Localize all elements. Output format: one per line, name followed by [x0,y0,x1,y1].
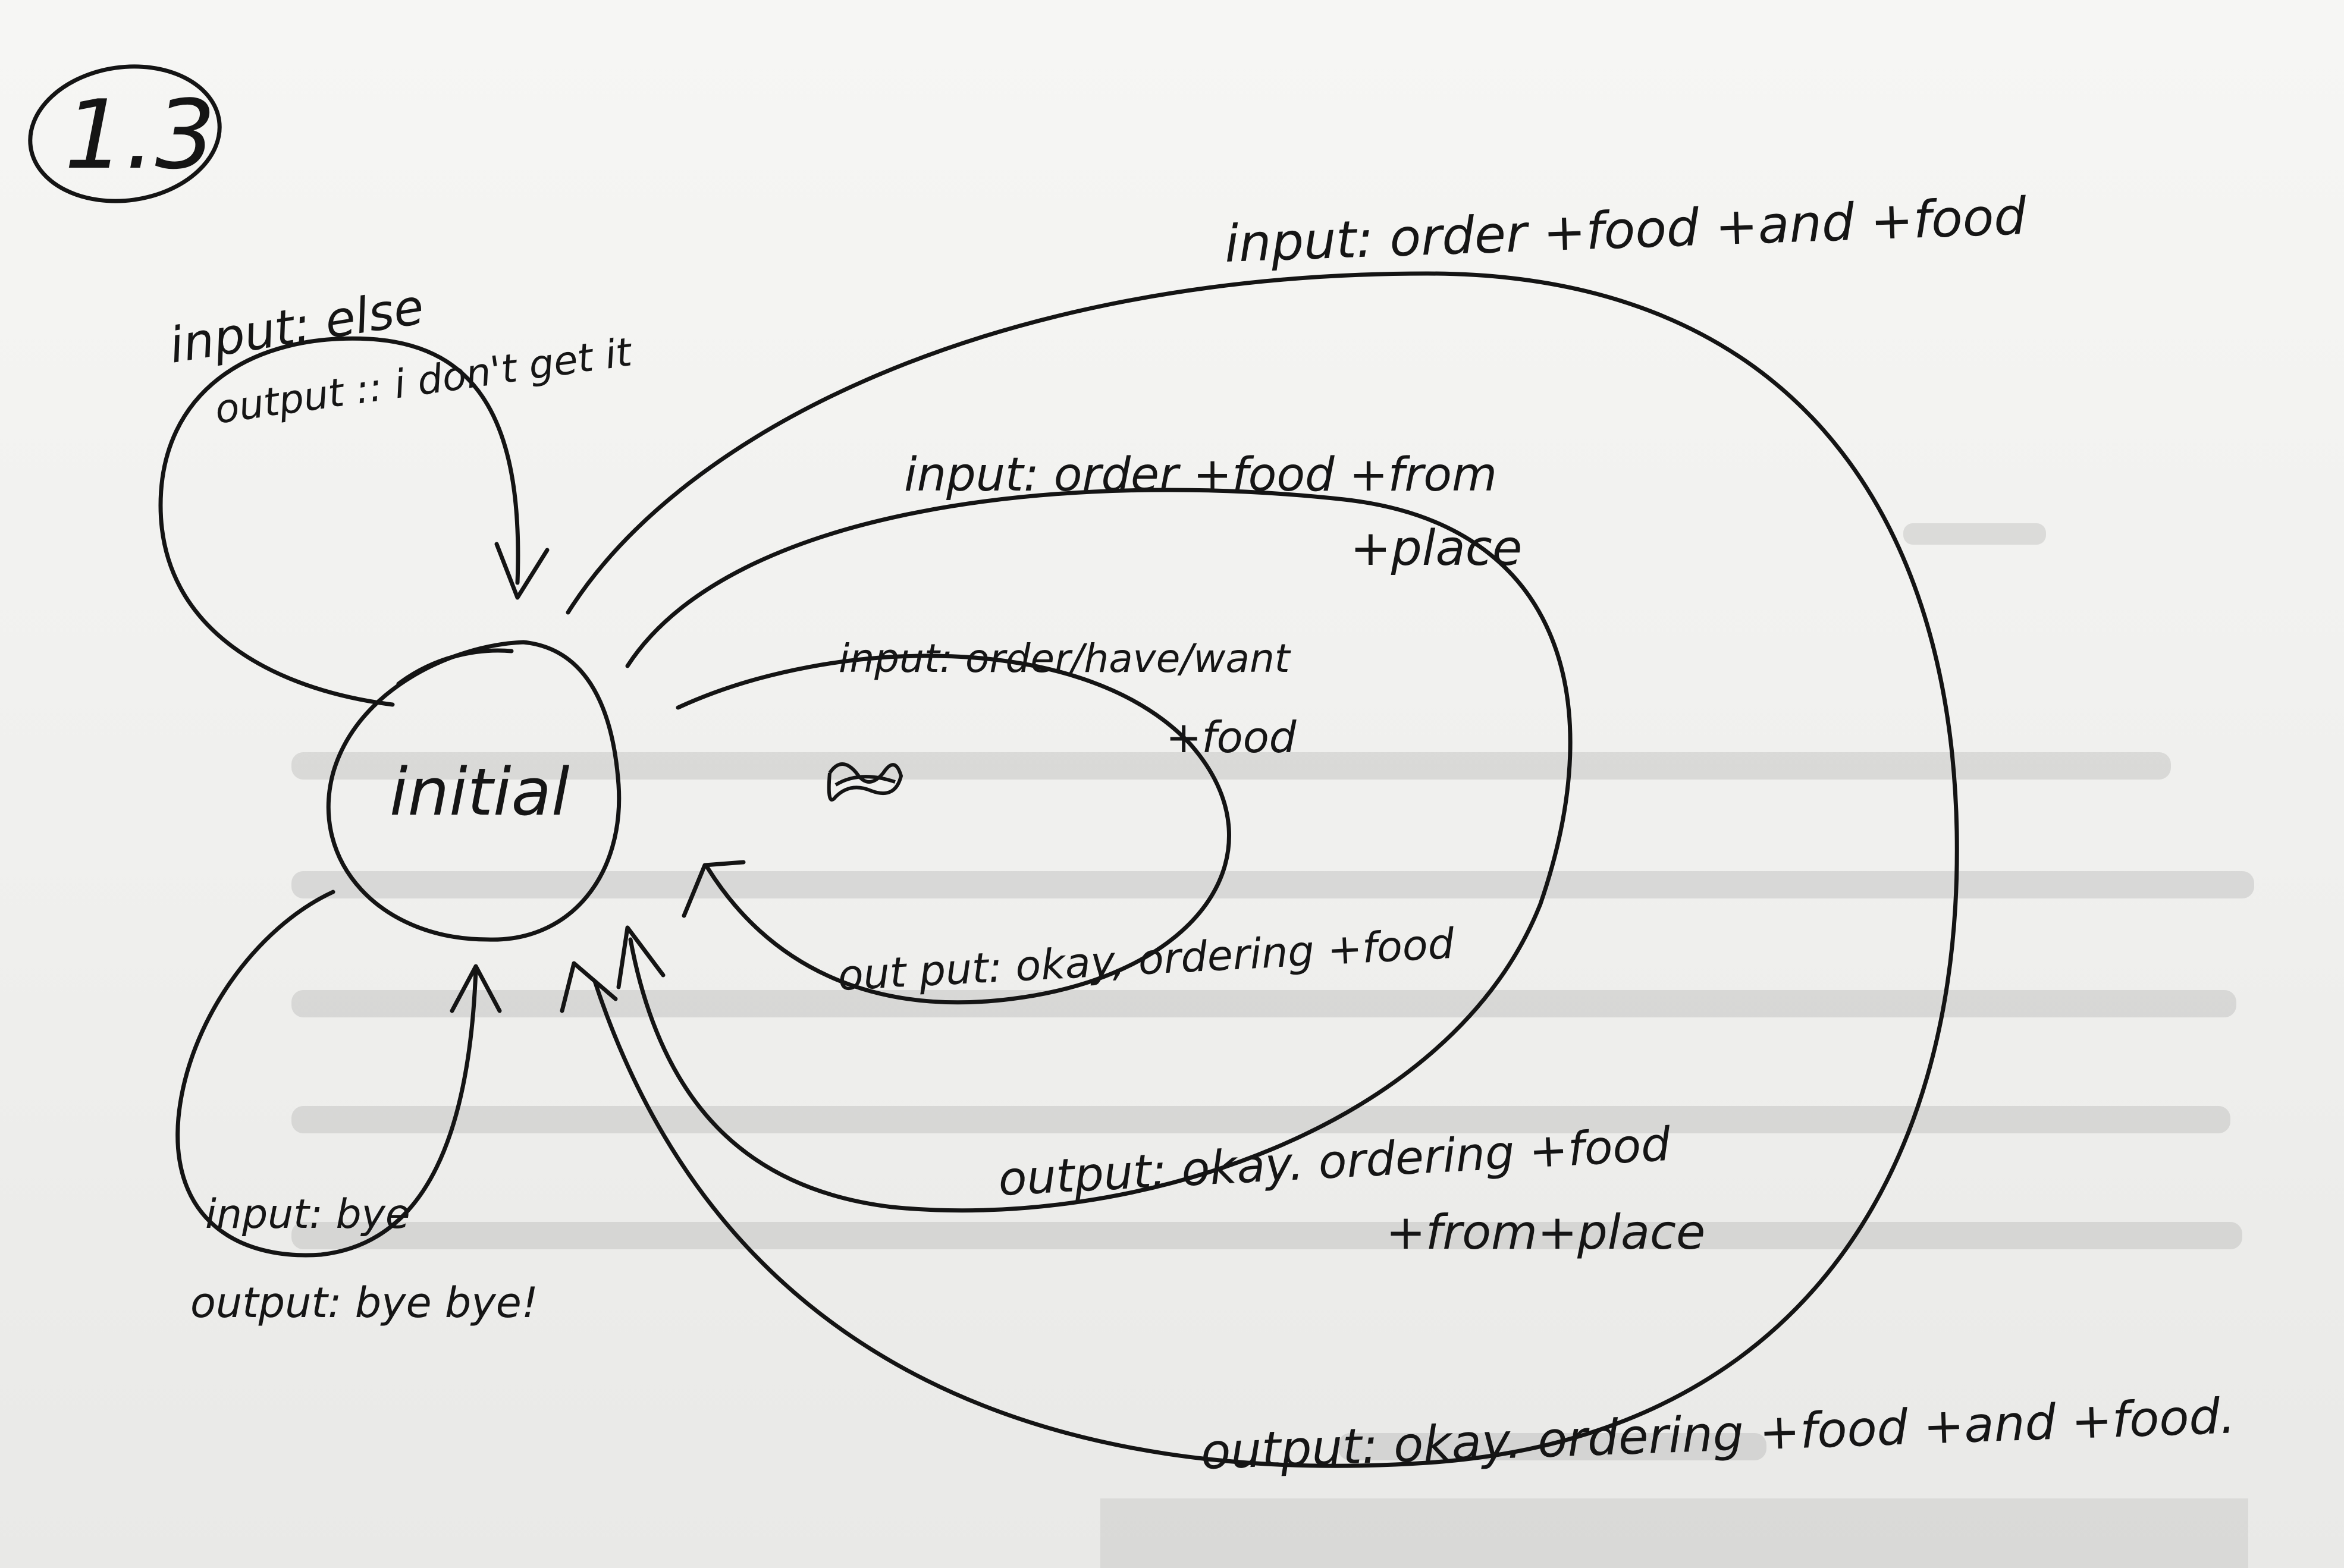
transition-loop-middle-input: input: order +food +from [904,448,1497,502]
transition-loop-outer [566,271,1959,1468]
transition-loop-middle-output-2: +from+place [1386,1205,1705,1260]
self-loop-else-arrowhead [494,542,550,600]
self-loop-else-input: input: else [165,278,428,374]
self-loop-else [158,336,520,707]
self-loop-bye-output: output: bye bye! [190,1278,538,1327]
transition-loop-outer-output: output: okay. ordering +food +and +food. [1200,1388,2236,1481]
self-loop-bye-input: input: bye [205,1191,410,1238]
self-loop-bye-arrowhead [450,964,502,1013]
initial-state-label: initial [390,754,570,830]
transition-loop-inner-arrowhead [682,860,746,918]
transition-loop-middle-output: output: okay. ordering +food [997,1118,1672,1206]
transition-loop-outer-input: input: order +food +and +food [1223,187,2028,274]
transition-loop-inner-input: input: order/have/want [839,636,1291,681]
inner-loop-scribble-mark [827,762,903,802]
section-number: 1.3 [64,79,215,190]
transition-loop-inner [676,653,1231,1005]
initial-state-circle-overlap [396,648,514,686]
transition-loop-middle-arrowhead [616,925,666,989]
transition-loop-inner-input-2: +food [1166,712,1297,762]
transition-loop-inner-output: out put: okay, ordering +food [837,919,1456,1000]
self-loop-bye [175,890,478,1258]
transition-loop-outer-arrowhead [560,961,618,1013]
transition-loop-middle [625,488,1573,1213]
transition-loop-middle-input-2: +place [1350,520,1522,577]
section-number-circle [28,64,222,203]
